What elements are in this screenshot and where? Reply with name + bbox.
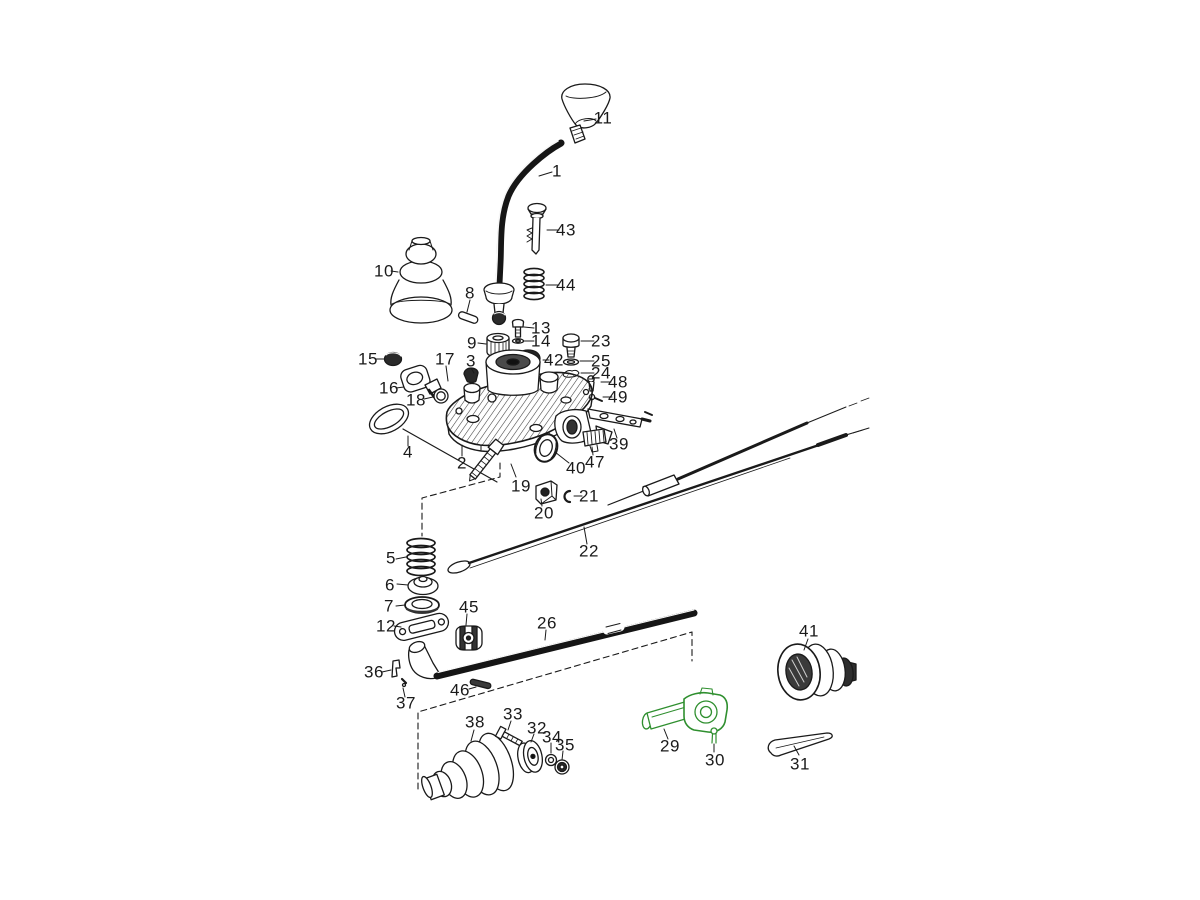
part-32-roller — [517, 739, 543, 774]
leader-lines — [374, 118, 809, 761]
part-12-gasket — [393, 612, 450, 642]
part-29-clevis — [641, 687, 729, 733]
part-30-pin — [710, 727, 718, 744]
part-8-pin — [457, 311, 479, 324]
part-36-clip — [391, 659, 401, 678]
part-38-bellows — [421, 732, 515, 801]
part-4-selector-rod — [368, 403, 498, 483]
part-47-serrated-block — [582, 428, 607, 453]
part-41-bellows — [777, 643, 857, 701]
part-10-boot — [389, 236, 453, 324]
part-44-spring — [523, 267, 545, 301]
part-34-washer — [544, 753, 558, 767]
part-18-o-ring — [433, 388, 449, 404]
part-35-nut — [554, 759, 570, 775]
part-7-ring — [404, 596, 440, 614]
part-13-bolt — [511, 318, 525, 338]
part-25-nut — [562, 358, 580, 366]
part-23-bolt — [562, 333, 580, 358]
part-14-washer — [511, 338, 525, 344]
part-21-c-clip — [563, 489, 572, 504]
part-19-threaded-rod — [469, 438, 505, 482]
part-46-pin — [469, 678, 492, 690]
part-3-bushing-half — [463, 367, 479, 384]
part-43-lock-pin — [526, 202, 547, 255]
coupling-rod — [607, 397, 870, 506]
part-22-shift-rod — [447, 427, 870, 574]
part-37-screw — [400, 677, 408, 688]
part-1-gearshift-lever — [483, 139, 565, 326]
part-16-latch — [400, 364, 442, 399]
part-5-spring — [406, 537, 436, 577]
part-33-bolt — [494, 725, 523, 747]
part-31-strap — [767, 732, 833, 757]
part-20-block-nut — [535, 480, 558, 505]
part-15-cap — [383, 351, 403, 367]
part-11-shift-knob — [561, 83, 611, 144]
part-40-bushing-ring — [533, 433, 559, 463]
part-6-spring-cup — [407, 575, 439, 596]
part-45-coupling-block — [455, 625, 483, 651]
part-26-shift-rod-rear — [407, 609, 698, 680]
grouping-dashed-lines — [417, 462, 693, 790]
